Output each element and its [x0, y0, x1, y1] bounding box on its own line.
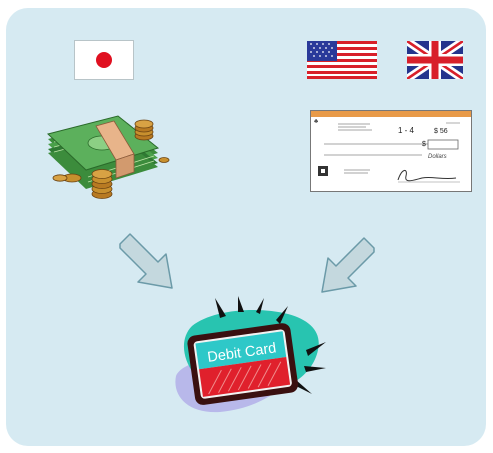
check-amount: $ 56: [434, 128, 448, 135]
cash-and-coins-icon: [40, 106, 170, 201]
debit-card-icon: Debit Card: [160, 296, 340, 424]
check-written-amount: Dollars: [428, 154, 447, 160]
check-icon: ♣ 1 - 4 $ 56 $ Dollars: [310, 110, 472, 192]
check-number: 1 - 4: [398, 126, 415, 135]
japan-flag-icon: [74, 40, 134, 80]
svg-text:♣: ♣: [314, 118, 318, 125]
uk-flag-icon: [407, 41, 463, 79]
left-arrow-icon: [112, 226, 182, 296]
us-flag-icon: [307, 41, 377, 79]
right-arrow-icon: [312, 230, 382, 300]
check-currency-symbol: $: [422, 141, 426, 148]
